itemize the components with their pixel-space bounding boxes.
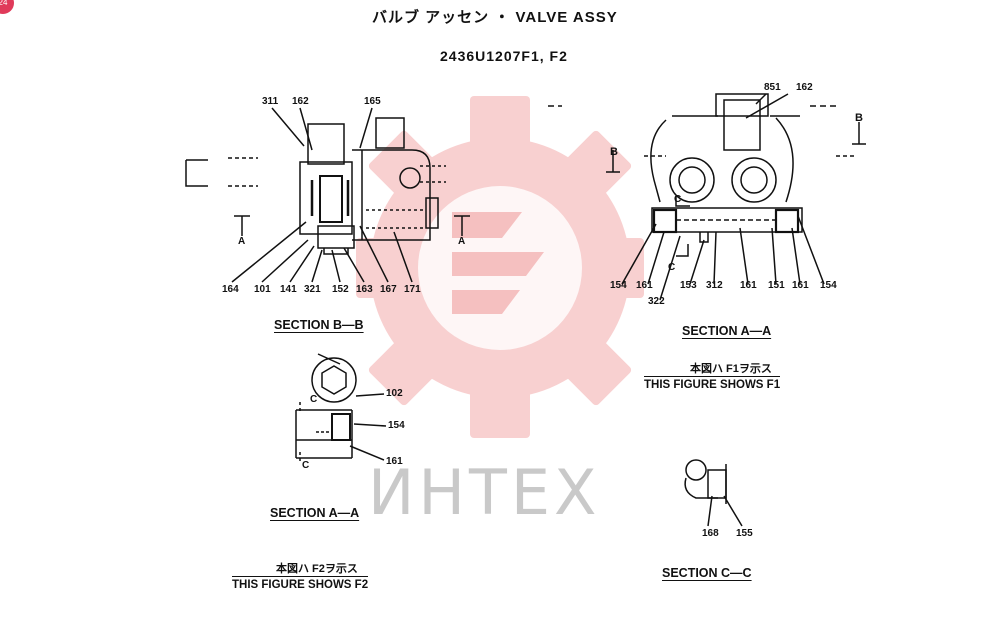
callout-162: 162 xyxy=(292,96,309,107)
cut-marker-b-left: B xyxy=(610,146,618,158)
callout-171: 171 xyxy=(404,284,421,295)
section-cc-drawing xyxy=(684,459,743,527)
page-title: バルブ アッセン ・ VALVE ASSY xyxy=(372,9,618,26)
callout-322: 322 xyxy=(648,296,665,307)
section-aa-f2-drawing xyxy=(295,353,387,462)
callout-161-left: 161 xyxy=(636,280,653,291)
view-marker-c-f2-top: C xyxy=(310,394,318,405)
callout-101: 101 xyxy=(254,284,271,295)
section-bb-heading: SECTION B—B xyxy=(274,318,364,332)
section-aa-f1-heading: SECTION A—A xyxy=(682,324,772,338)
cut-marker-a-left: A xyxy=(238,236,246,247)
callout-154-left: 154 xyxy=(610,280,627,291)
cut-marker-a-right: A xyxy=(458,236,466,247)
callout-161-mid: 161 xyxy=(740,280,757,291)
view-marker-c-f2-bottom: C xyxy=(302,460,310,471)
note-f1-en: THIS FIGURE SHOWS F1 xyxy=(644,376,781,391)
callout-153: 153 xyxy=(680,280,697,291)
callout-851: 851 xyxy=(764,82,781,93)
view-marker-c-top: C xyxy=(674,194,682,205)
callout-162-f1: 162 xyxy=(796,82,813,93)
callout-154-f2: 154 xyxy=(388,420,405,431)
section-bb-drawing xyxy=(185,107,470,283)
callout-164: 164 xyxy=(222,284,239,295)
note-f2-en: THIS FIGURE SHOWS F2 xyxy=(232,576,369,591)
callout-165: 165 xyxy=(364,96,381,107)
callout-155: 155 xyxy=(736,528,753,539)
watermark-text: ИНТЕХ xyxy=(368,456,601,529)
section-aa-f2-heading: SECTION A—A xyxy=(270,506,360,520)
callout-161-f2: 161 xyxy=(386,456,403,467)
callout-167: 167 xyxy=(380,284,397,295)
callout-161-right: 161 xyxy=(792,280,809,291)
callout-321: 321 xyxy=(304,284,321,295)
section-cc-heading: SECTION C—C xyxy=(662,566,752,580)
callout-152: 152 xyxy=(332,284,349,295)
callout-163: 163 xyxy=(356,284,373,295)
note-f2-jp: 本図ハ F2ヲ示ス xyxy=(276,563,358,575)
callout-102: 102 xyxy=(386,388,403,399)
part-number: 2436U1207F1, F2 xyxy=(440,48,568,64)
callout-168: 168 xyxy=(702,528,719,539)
section-aa-f1-drawing xyxy=(548,93,866,301)
callout-141: 141 xyxy=(280,284,297,295)
view-marker-c-bottom: C xyxy=(668,262,676,273)
note-f1-jp: 本図ハ F1ヲ示ス xyxy=(690,363,772,375)
callout-311: 311 xyxy=(262,96,279,107)
callout-151: 151 xyxy=(768,280,785,291)
callout-312: 312 xyxy=(706,280,723,291)
page-badge: 24 xyxy=(0,0,14,14)
callout-154-right: 154 xyxy=(820,280,837,291)
cut-marker-b-right: B xyxy=(855,112,863,124)
